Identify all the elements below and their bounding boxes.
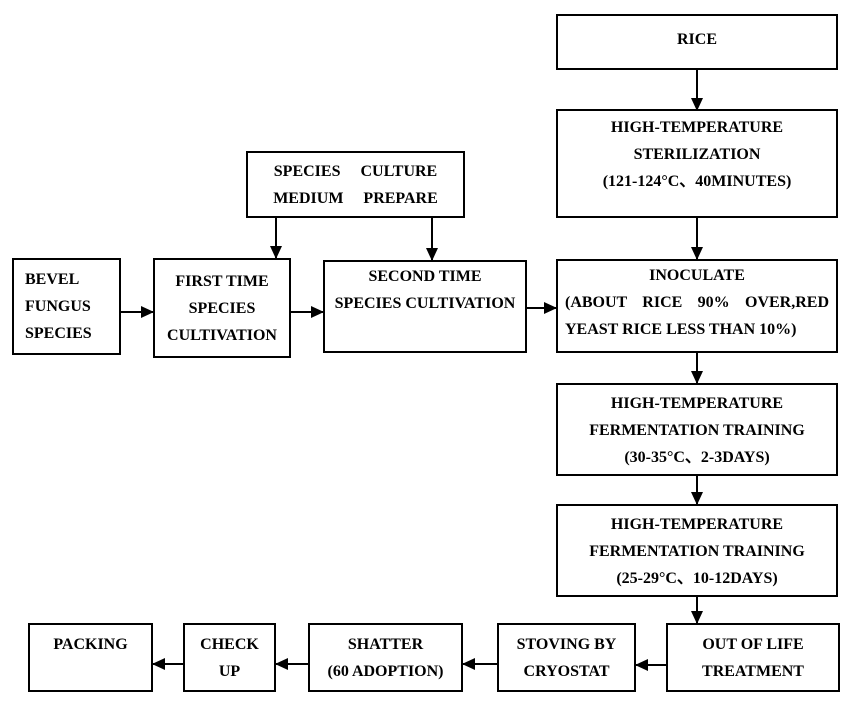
arrow-stoving-to-shatter [463,663,497,665]
box-species-culture-medium-prepare-line: MEDIUM PREPARE [273,189,438,207]
box-sterilization-line: STERILIZATION [633,146,761,163]
box-first-time-species-cultivation-line: SPECIES [188,299,256,317]
box-fermentation-training-2-line: HIGH-TEMPERATURE [610,516,784,533]
box-out-of-life-treatment: OUT OF LIFE TREATMENT [666,623,840,692]
box-second-time-species-cultivation-line: SECOND TIME [368,268,482,285]
box-fermentation-training-2: HIGH-TEMPERATURE FERMENTATION TRAINING (… [556,504,838,597]
arrow-medium-prepare-to-first-time [275,218,277,258]
box-bevel-fungus-species: BEVEL FUNGUS SPECIES [12,258,121,355]
arrow-out-of-life-to-stoving [636,664,666,666]
box-packing: PACKING [28,623,153,692]
box-packing-line: PACKING [53,636,128,653]
box-species-culture-medium-prepare-line: SPECIES CULTURE [273,162,438,180]
box-fermentation-training-2-line: (25-29°C、10-12DAYS) [616,570,778,587]
box-out-of-life-treatment-line: TREATMENT [702,662,804,680]
box-first-time-species-cultivation-line: FIRST TIME [175,272,269,290]
arrow-bevel-to-first-time [121,311,153,313]
box-sterilization-line: HIGH-TEMPERATURE [610,119,784,136]
arrow-fermentation-1-to-fermentation-2 [696,476,698,504]
box-bevel-fungus-species-line: SPECIES [25,325,92,342]
box-bevel-fungus-species-line: FUNGUS [25,298,91,315]
box-fermentation-training-1-line: FERMENTATION TRAINING [589,422,805,439]
box-species-culture-medium-prepare: SPECIES CULTURE MEDIUM PREPARE [246,151,465,218]
arrow-check-up-to-packing [153,663,183,665]
box-shatter: SHATTER (60 ADOPTION) [308,623,463,692]
box-stoving-by-cryostat-line: STOVING BY [516,635,617,653]
box-shatter-line: SHATTER [347,635,424,653]
box-stoving-by-cryostat-line: CRYOSTAT [523,662,610,680]
box-inoculate: INOCULATE (ABOUT RICE 90% OVER,RED YEAST… [556,259,838,353]
box-fermentation-training-1: HIGH-TEMPERATURE FERMENTATION TRAINING (… [556,383,838,476]
box-rice-line: RICE [676,31,717,48]
box-sterilization-line: (121-124°C、40MINUTES) [602,173,792,190]
box-second-time-species-cultivation: SECOND TIME SPECIES CULTIVATION [323,260,527,353]
box-first-time-species-cultivation-line: CULTIVATION [167,326,277,344]
box-first-time-species-cultivation: FIRST TIME SPECIES CULTIVATION [153,258,291,358]
arrow-second-time-to-inoculate [527,307,556,309]
box-fermentation-training-1-line: HIGH-TEMPERATURE [610,395,784,412]
box-shatter-line: (60 ADOPTION) [327,662,444,680]
box-rice: RICE [556,14,838,70]
box-sterilization: HIGH-TEMPERATURE STERILIZATION (121-124°… [556,109,838,218]
box-bevel-fungus-species-line: BEVEL [25,271,80,288]
arrow-sterilization-to-inoculate [696,218,698,259]
box-inoculate-line: YEAST RICE LESS THAN 10%) [565,321,797,338]
arrow-inoculate-to-fermentation-1 [696,353,698,383]
box-second-time-species-cultivation-line: SPECIES CULTIVATION [334,295,516,312]
arrow-first-time-to-second-time [291,311,323,313]
arrow-shatter-to-check-up [276,663,308,665]
box-inoculate-line: INOCULATE [649,267,745,284]
arrow-rice-to-sterilization [696,70,698,110]
arrow-medium-prepare-to-second-time [431,218,433,260]
box-out-of-life-treatment-line: OUT OF LIFE [702,635,804,653]
box-check-up-line: UP [218,662,241,680]
arrow-fermentation-2-to-out-of-life [696,597,698,623]
box-stoving-by-cryostat: STOVING BY CRYOSTAT [497,623,636,692]
box-fermentation-training-1-line: (30-35°C、2-3DAYS) [624,449,770,466]
box-check-up-line: CHECK [200,635,259,653]
box-inoculate-line: (ABOUT RICE 90% OVER,RED [565,294,829,311]
box-fermentation-training-2-line: FERMENTATION TRAINING [589,543,805,560]
box-check-up: CHECK UP [183,623,276,692]
